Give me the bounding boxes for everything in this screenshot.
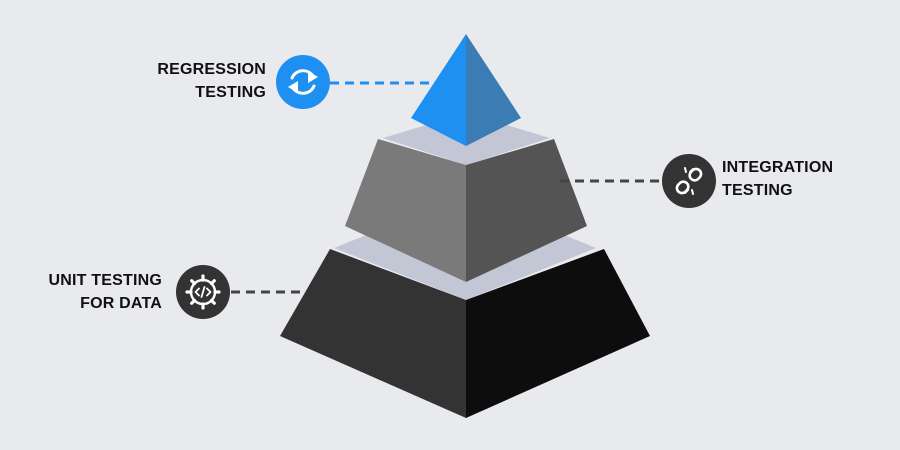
integration-label-line-2: TESTING [722,182,793,199]
top-tier-left-face [411,34,466,146]
refresh-icon [276,55,330,109]
top-tier [411,34,521,146]
middle-tier-left-face [345,139,466,282]
regression-testing-label: REGRESSION TESTING [130,58,266,104]
broken-link-icon [662,154,716,208]
unit-label-line-1: UNIT TESTING [48,272,162,289]
bottom-tier-left-face [280,249,466,418]
regression-label-line-2: TESTING [195,84,266,101]
code-gear-icon [176,265,230,319]
middle-tier [345,113,587,282]
unit-testing-label: UNIT TESTING FOR DATA [40,269,162,315]
integration-label-line-1: INTEGRATION [722,159,834,176]
integration-testing-label: INTEGRATION TESTING [722,156,833,202]
regression-label-line-1: REGRESSION [157,61,266,78]
top-tier-right-face [466,34,521,146]
bottom-tier-right-face [466,249,650,418]
middle-tier-right-face [466,139,587,282]
unit-label-line-2: FOR DATA [80,295,162,312]
